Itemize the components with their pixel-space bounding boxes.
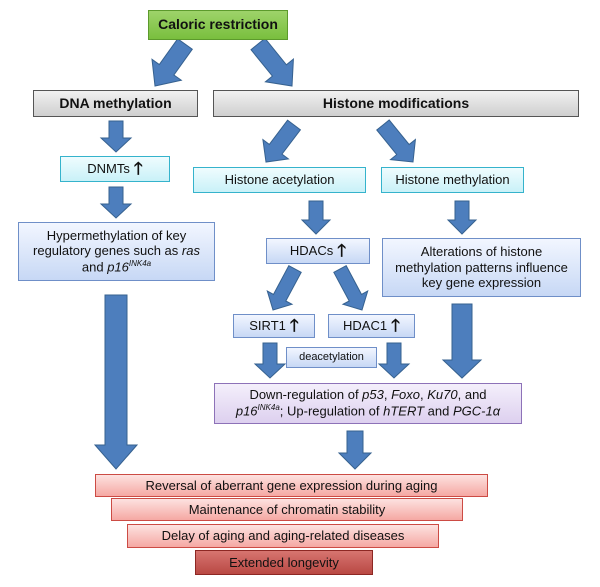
arrow-histone-to-methylation bbox=[376, 119, 417, 163]
arrow-alterations-to-regulation bbox=[441, 303, 483, 379]
arrow-sirt1-to-regulation bbox=[253, 342, 287, 379]
outcome-longevity-box: Extended longevity bbox=[195, 550, 373, 575]
up-arrow-icon: 🡑 bbox=[337, 240, 347, 260]
arrow-dna-to-dnmts bbox=[99, 120, 133, 153]
sirt1-box: SIRT1🡑 bbox=[233, 314, 315, 338]
arrow-hdacs-to-sirt1 bbox=[266, 265, 302, 311]
caloric-restriction-box: Caloric restriction bbox=[148, 10, 288, 40]
alterations-text: Alterations of histone methylation patte… bbox=[395, 243, 568, 291]
arrow-caloric-to-histone bbox=[250, 37, 294, 87]
outcome-delay-box: Delay of aging and aging-related disease… bbox=[127, 524, 439, 548]
hypermethylation-text: Hypermethylation of key regulatory genes… bbox=[33, 227, 200, 275]
dna-methylation-box: DNA methylation bbox=[33, 90, 198, 117]
up-arrow-icon: 🡑 bbox=[289, 315, 299, 335]
histone-methylation-box: Histone methylation bbox=[381, 167, 524, 193]
hdacs-box: HDACs🡑 bbox=[266, 238, 370, 264]
up-arrow-icon: 🡑 bbox=[391, 315, 400, 335]
histone-modifications-box: Histone modifications bbox=[213, 90, 579, 117]
arrow-acetylation-to-hdacs bbox=[300, 200, 332, 235]
regulation-box: Down-regulation of p53, Foxo, Ku70, and … bbox=[214, 383, 522, 424]
arrow-histone-to-acetylation bbox=[262, 119, 302, 163]
arrow-caloric-to-dna bbox=[151, 38, 193, 87]
arrow-hdacs-to-hdac1 bbox=[333, 265, 369, 311]
arrow-hyper-to-outcomes bbox=[93, 294, 139, 470]
arrow-methylation-to-alterations bbox=[446, 200, 478, 235]
hdac1-box: HDAC1🡑 bbox=[328, 314, 415, 338]
dnmts-box: DNMTs🡑 bbox=[60, 156, 170, 182]
outcome-chromatin-box: Maintenance of chromatin stability bbox=[111, 498, 463, 521]
arrow-hdac1-to-regulation bbox=[377, 342, 411, 379]
arrow-dnmts-to-hyper bbox=[99, 186, 133, 219]
up-arrow-icon: 🡑 bbox=[133, 158, 143, 178]
histone-methylation-alterations-box: Alterations of histone methylation patte… bbox=[382, 238, 581, 297]
outcome-reversal-box: Reversal of aberrant gene expression dur… bbox=[95, 474, 488, 497]
deacetylation-box: deacetylation bbox=[286, 347, 377, 368]
regulation-text: Down-regulation of p53, Foxo, Ku70, and … bbox=[235, 387, 501, 419]
hypermethylation-box: Hypermethylation of key regulatory genes… bbox=[18, 222, 215, 281]
histone-acetylation-box: Histone acetylation bbox=[193, 167, 366, 193]
arrow-regulation-to-outcomes bbox=[337, 430, 373, 470]
